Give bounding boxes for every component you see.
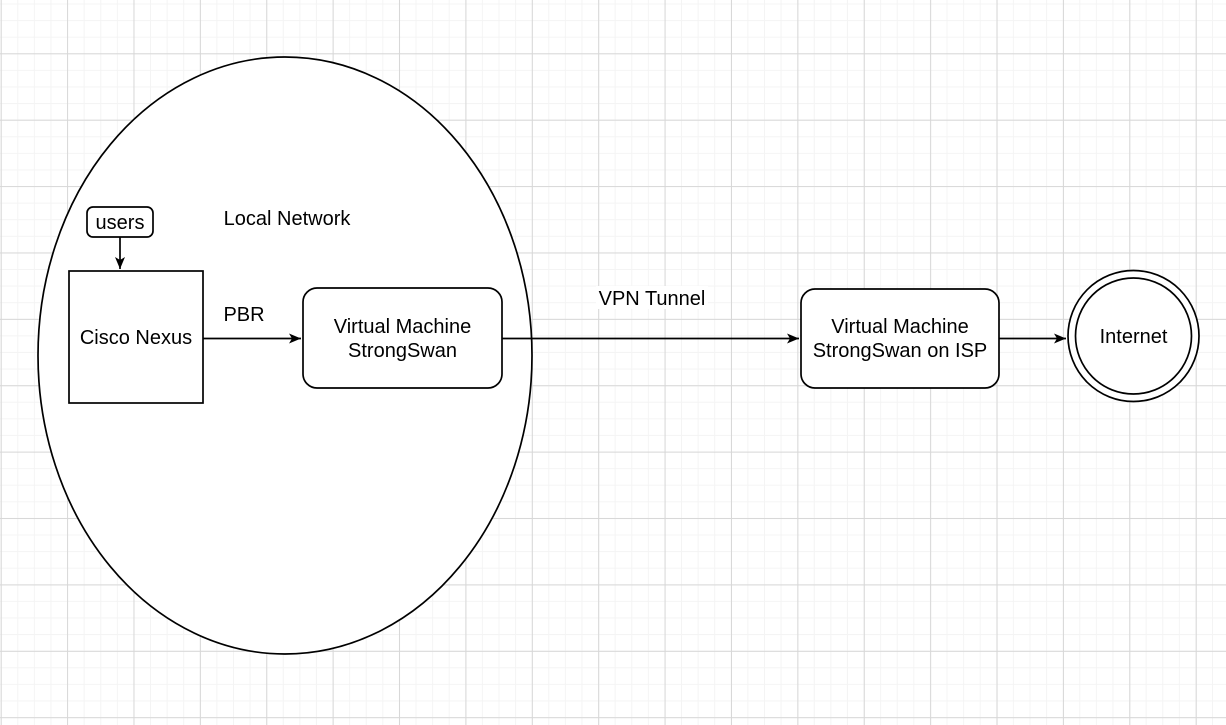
node-vm-strongswan-isp[interactable]: Virtual Machine StrongSwan on ISP xyxy=(800,288,1000,389)
node-users[interactable]: users xyxy=(86,206,154,238)
edge-vpn-tunnel-label-background xyxy=(596,286,708,309)
edge-vpn-tunnel-label: VPN Tunnel xyxy=(599,288,706,310)
node-cisco-nexus[interactable]: Cisco Nexus xyxy=(68,270,204,404)
internet-inner-circle xyxy=(1074,277,1193,395)
node-internet[interactable]: Internet xyxy=(1067,269,1200,403)
vm-strongswan-box[interactable] xyxy=(302,287,503,389)
local-network-ellipse[interactable] xyxy=(37,56,533,655)
internet-label: Internet xyxy=(1100,326,1168,348)
vm-strongswan-label-line1: Virtual Machine xyxy=(334,316,471,338)
vm-strongswan-isp-label-line1: Virtual Machine xyxy=(831,316,968,338)
vm-strongswan-label-line2: StrongSwan xyxy=(348,340,457,362)
users-label: users xyxy=(96,212,145,234)
node-vm-strongswan[interactable]: Virtual Machine StrongSwan xyxy=(302,287,503,389)
vm-strongswan-isp-box[interactable] xyxy=(800,288,1000,389)
cisco-nexus-box[interactable] xyxy=(68,270,204,404)
cisco-nexus-label: Cisco Nexus xyxy=(80,327,192,349)
vm-strongswan-isp-label-line2: StrongSwan on ISP xyxy=(813,340,988,362)
node-local-network[interactable]: Local Network xyxy=(37,56,533,655)
edge-pbr-label: PBR xyxy=(223,304,264,326)
local-network-label: Local Network xyxy=(224,208,352,230)
